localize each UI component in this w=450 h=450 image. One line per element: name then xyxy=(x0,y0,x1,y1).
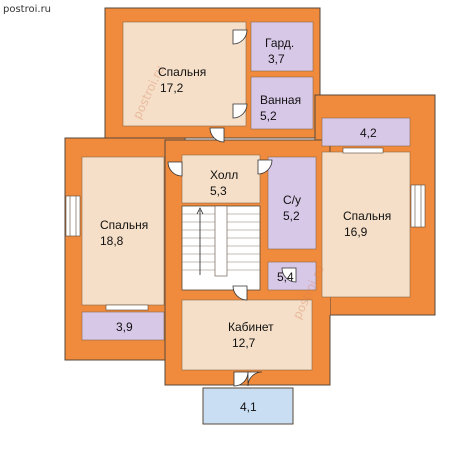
label-bathroom-area: 5,2 xyxy=(260,109,277,123)
label-bedroom-right-area: 16,9 xyxy=(344,225,368,239)
label-bedroom-top-name: Спальня xyxy=(158,65,206,79)
room-bedroom-right xyxy=(321,151,411,298)
label-wc-name: С/у xyxy=(283,193,301,207)
room-closet-left xyxy=(81,311,165,341)
staircase xyxy=(181,205,261,291)
room-labels: Спальня 17,2 Гард. 3,7 Ванная 5,2 Холл 5… xyxy=(100,36,391,414)
label-dressing-name: Гард. xyxy=(265,36,294,50)
label-bedroom-left-name: Спальня xyxy=(100,218,148,232)
room-office xyxy=(181,299,313,371)
label-office-area: 12,7 xyxy=(232,336,256,350)
room-hall xyxy=(181,154,261,204)
label-wc-area: 5,2 xyxy=(283,209,300,223)
watermark: postroi.ru xyxy=(3,4,51,15)
label-dressing-area: 3,7 xyxy=(268,52,285,66)
label-bathroom-name: Ванная xyxy=(260,93,301,107)
room-balcony xyxy=(202,387,294,425)
room-closet-right xyxy=(321,117,411,147)
room-dressing xyxy=(250,21,314,72)
room-bathroom xyxy=(250,76,314,130)
label-closet-small-area: 5,4 xyxy=(277,270,294,284)
label-balcony-area: 4,1 xyxy=(240,400,257,414)
room-bedroom-top xyxy=(122,21,247,127)
label-bedroom-right-name: Спальня xyxy=(343,209,391,223)
windows xyxy=(65,147,426,311)
label-bedroom-top-area: 17,2 xyxy=(160,81,184,95)
room-wc xyxy=(267,156,317,250)
label-bedroom-left-area: 18,8 xyxy=(100,234,124,248)
label-hall-area: 5,3 xyxy=(210,184,227,198)
doors xyxy=(167,29,297,387)
label-office-name: Кабинет xyxy=(228,320,274,334)
label-hall-name: Холл xyxy=(210,168,238,182)
label-closet-right-area: 4,2 xyxy=(360,126,377,140)
label-closet-left-area: 3,9 xyxy=(116,320,133,334)
